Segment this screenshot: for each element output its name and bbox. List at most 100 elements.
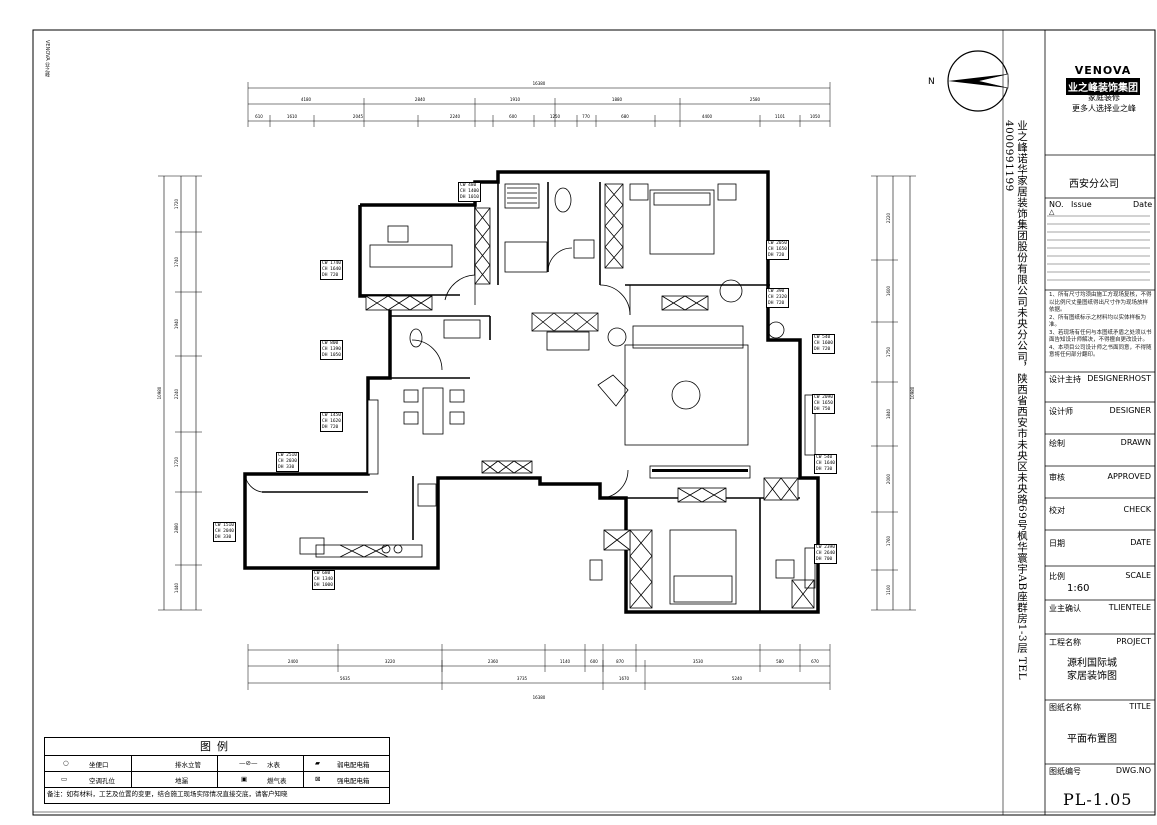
window-tag-ch: CH 1650 (768, 247, 787, 252)
window-tag-ch: CH 1390 (322, 347, 341, 352)
dim-bottom-row1: 580 (776, 659, 784, 664)
window-tag-dh: DH 1000 (314, 583, 333, 588)
window-tag-cw: CW 2050 (768, 241, 787, 246)
dim-bottom-row1: 2400 (288, 659, 299, 664)
dim-right-total: 10980 (910, 386, 915, 399)
dimension-ticks (158, 82, 916, 690)
title-block-grid (1045, 154, 1155, 765)
window-tag-cw: CW 390 (768, 289, 785, 294)
dim-bottom-row1: 600 (590, 659, 598, 664)
dim-top-row2: 1250 (550, 114, 561, 119)
window-tag-dh: DH 720 (768, 253, 785, 258)
sheet-frame (32, 29, 1156, 816)
project-name: 源利国际城 家居装饰图 (1067, 658, 1117, 682)
window-tag-dh: DH 720 (322, 425, 339, 430)
dim-top-row1: 1880 (612, 97, 623, 102)
box-icon: ▣ (241, 775, 248, 783)
box-x-icon: ⊠ (315, 775, 321, 783)
dim-top-row2: 2045 (353, 114, 364, 119)
dim-bottom-row2: 3735 (517, 676, 528, 681)
dimension-lines (163, 87, 911, 684)
logo-mark: VENOVA (1074, 64, 1132, 77)
dim-top-row2: 1610 (287, 114, 298, 119)
dim-top-row2: 1050 (810, 114, 821, 119)
window-tag-ch: CH 1640 (816, 461, 835, 466)
dim-right-seg: 2000 (886, 473, 891, 484)
window-tag-ch: CH 2640 (816, 551, 835, 556)
window-tag-dh: DH 1010 (460, 195, 479, 200)
issue-label: Issue (1071, 200, 1092, 209)
dim-top-row1: 1910 (510, 97, 521, 102)
window-tag-cw: CW 2090 (814, 395, 833, 400)
legend-label: 水表 (267, 761, 280, 769)
dim-right-seg: 1750 (886, 346, 891, 357)
slogan-line1: 家庭装修 (1088, 93, 1120, 102)
window-tag-cw: CW 1450 (322, 413, 341, 418)
window-tag-ch: CH 1600 (814, 341, 833, 346)
legend-label: 空调孔位 (89, 777, 115, 785)
company-logo: VENOVA 业之峰装饰集团 (1053, 64, 1153, 95)
dim-top-row2: 1101 (775, 114, 786, 119)
window-tag-cw: CW 1740 (322, 261, 341, 266)
window-tag-dh: DH 730 (816, 467, 833, 472)
window-tag-cw: CW 480 (460, 183, 477, 188)
legend-label: 强电配电箱 (337, 777, 370, 785)
window-tag-cw: CW 540 (816, 455, 833, 460)
notes-block: 1、所有尺寸均须由施工方现场复核，不得以比例尺丈量图纸得出尺寸作为现场放样依据。… (1049, 292, 1153, 360)
window-tag-ch: CH 2040 (215, 529, 234, 534)
window-tag-cw: CW 2510 (278, 453, 297, 458)
window-tag-cw: CW 540 (814, 335, 831, 340)
dim-left-seg: 1720 (174, 456, 179, 467)
window-tag-dh: DH 700 (816, 557, 833, 562)
bed-2 (669, 529, 737, 605)
dim-top-row1: 2840 (415, 97, 426, 102)
window-tag-dh: DH 1050 (322, 353, 341, 358)
legend-label: 坐便口 (89, 761, 109, 769)
slogan-line2: 更多人选择业之峰 (1072, 104, 1136, 113)
window-tag-cw: CW 680 (314, 571, 331, 576)
sofa (632, 325, 744, 349)
dim-right-seg: 1600 (886, 285, 891, 296)
circle-icon: ○ (63, 759, 69, 767)
dim-top-total: 16380 (533, 81, 546, 86)
window-tag-dh: DH 750 (814, 407, 831, 412)
dim-bottom-row2: 5240 (732, 676, 743, 681)
window-tag-dh: DH 330 (278, 465, 295, 470)
legend-label: 燃气表 (267, 777, 287, 785)
window-tag-ch: CH 1640 (322, 267, 341, 272)
tv-unit (652, 469, 748, 472)
issue-lines (1047, 215, 1150, 281)
dim-bottom-row1: 3530 (693, 659, 704, 664)
dim-left-seg: 1940 (174, 318, 179, 329)
furniture (299, 183, 816, 605)
window-tag-dh: DH 720 (814, 347, 831, 352)
window-tag-dh: DH 720 (322, 273, 339, 278)
dim-right-seg: 1840 (886, 408, 891, 419)
dim-left-seg: 2240 (174, 388, 179, 399)
window-tag-cw: CW 2390 (816, 545, 835, 550)
dim-bottom-row1: 2360 (488, 659, 499, 664)
north-compass: N (928, 50, 1009, 112)
dim-left-total: 10980 (157, 386, 162, 399)
dim-top-row2: 4400 (702, 114, 713, 119)
rug (624, 344, 749, 446)
title-block: VENOVA 业之峰装饰集团 家庭装修 更多人选择业之峰 西安分公司 NO. I… (1049, 64, 1153, 809)
legend-label: 排水立管 (175, 761, 201, 769)
dim-top-row2: 600 (509, 114, 517, 119)
side-stamp-note: VENOVA 业之峰 (44, 40, 50, 78)
door-swings (244, 247, 631, 499)
issue-date: Date (1133, 200, 1153, 209)
